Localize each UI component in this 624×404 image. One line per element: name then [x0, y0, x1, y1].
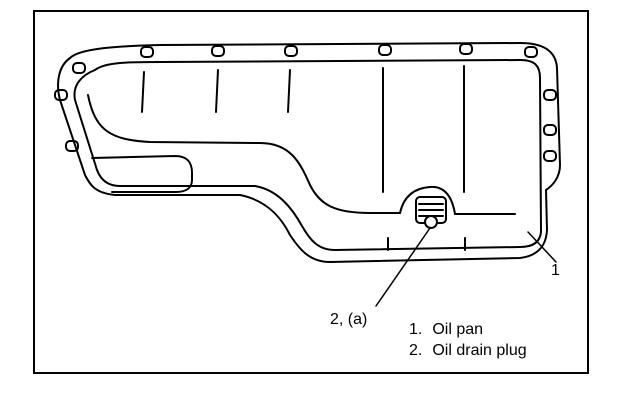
callout-oil-pan: 1 [551, 262, 560, 279]
oil-pan-baffle [91, 155, 193, 193]
legend-number: 2. [409, 342, 423, 359]
rib-2 [215, 69, 219, 113]
legend-label: Oil pan [432, 321, 484, 338]
bolt-hole [378, 44, 392, 56]
bolt-hole [54, 89, 68, 101]
legend: 1. Oil pan 2. Oil drain plug [409, 319, 527, 361]
legend-item-oil-pan: 1. Oil pan [409, 319, 527, 340]
leader-line-plug [375, 227, 431, 307]
oil-pan-flange [57, 42, 561, 263]
bolt-hole [524, 46, 538, 58]
bolt-hole [543, 124, 557, 136]
legend-item-drain-plug: 2. Oil drain plug [409, 340, 527, 361]
bolt-holes [54, 43, 557, 162]
bolt-hole [459, 43, 473, 55]
bolt-hole [543, 89, 557, 101]
drain-plug [415, 196, 447, 229]
drain-boss [399, 185, 456, 215]
bolt-hole [65, 140, 79, 152]
leader-line-pan [527, 231, 557, 263]
rib-1 [141, 71, 145, 113]
figure-frame [33, 10, 589, 374]
bolt-hole [543, 150, 557, 162]
oil-pan-floor-line [87, 94, 401, 214]
legend-label: Oil drain plug [432, 342, 527, 359]
oil-pan-inner-wall [73, 59, 542, 251]
bolt-hole [140, 46, 154, 58]
bolt-hole [284, 45, 298, 57]
bolt-hole [72, 62, 86, 74]
legend-number: 1. [409, 321, 423, 338]
callout-drain-plug: 2, (a) [330, 311, 368, 328]
bolt-hole [211, 45, 225, 57]
rib-3 [287, 69, 291, 113]
